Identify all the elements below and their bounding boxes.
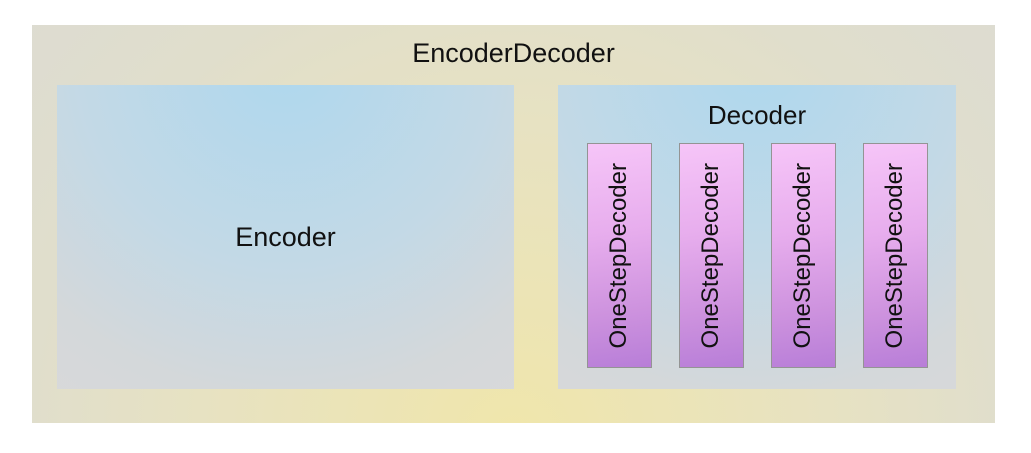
- one-step-decoder-label: OneStepDecoder: [789, 162, 816, 349]
- one-step-decoder-row: OneStepDecoder OneStepDecoder OneStepDec…: [558, 143, 956, 368]
- one-step-decoder-box: OneStepDecoder: [678, 143, 744, 368]
- encoder-decoder-title: EncoderDecoder: [412, 38, 615, 68]
- one-step-decoder-box: OneStepDecoder: [770, 143, 836, 368]
- one-step-decoder-label: OneStepDecoder: [881, 162, 908, 349]
- decoder-box: Decoder OneStepDecoder OneStepDecoder On…: [558, 85, 956, 389]
- encoder-box: Encoder: [57, 85, 514, 389]
- decoder-title: Decoder: [707, 100, 807, 130]
- encoder-decoder-container: EncoderDecoder Encoder Decoder OneStepDe…: [32, 25, 995, 423]
- encoder-label: Encoder: [235, 221, 336, 252]
- one-step-decoder-label: OneStepDecoder: [697, 162, 724, 349]
- one-step-decoder-label: OneStepDecoder: [605, 162, 632, 349]
- one-step-decoder-box: OneStepDecoder: [586, 143, 652, 368]
- one-step-decoder-box: OneStepDecoder: [862, 143, 928, 368]
